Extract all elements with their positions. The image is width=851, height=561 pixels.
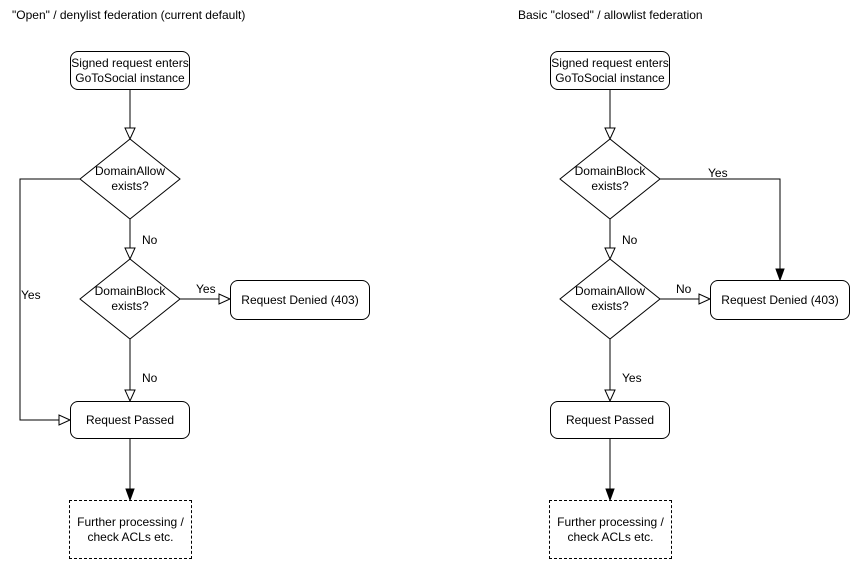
arrowhead-open-icon <box>218 293 232 305</box>
edge-label-decision2-down: No <box>142 371 158 385</box>
request-denied-node: Request Denied (403) <box>230 280 370 320</box>
arrowhead-open-icon <box>124 389 136 403</box>
request-denied-node: Request Denied (403) <box>710 280 850 320</box>
edge-label-decision1-side: Yes <box>708 166 728 180</box>
arrowhead-open-icon <box>604 127 616 141</box>
arrowhead-open-icon <box>604 247 616 261</box>
arrowhead-open-icon <box>58 414 72 426</box>
flow-title: "Open" / denylist federation (current de… <box>12 8 246 22</box>
request-passed-node: Request Passed <box>550 401 670 439</box>
edge-decision1-yes-to-passed <box>19 178 80 421</box>
further-processing-node: Further processing / check ACLs etc. <box>69 500 192 559</box>
arrowhead-open-icon <box>604 389 616 403</box>
request-passed-node: Request Passed <box>70 401 190 439</box>
flow-open-denylist: "Open" / denylist federation (current de… <box>0 0 372 561</box>
arrowhead-open-icon <box>124 247 136 261</box>
flow-closed-allowlist: Basic "closed" / allowlist federation Si… <box>480 0 851 561</box>
edge-label-decision2-down: Yes <box>622 371 642 385</box>
arrowhead-filled-icon <box>605 488 615 502</box>
flow-title: Basic "closed" / allowlist federation <box>518 8 703 22</box>
edge-label-decision2-side: Yes <box>196 282 216 296</box>
flow-closed-connectors <box>559 90 785 502</box>
arrowhead-open-icon <box>124 127 136 141</box>
decision1-label: DomainAllow exists? <box>94 164 166 193</box>
arrowhead-open-icon <box>698 293 712 305</box>
edge-label-decision1-down: No <box>142 233 158 247</box>
start-node: Signed request enters GoToSocial instanc… <box>70 51 190 90</box>
edge-label-decision2-side: No <box>676 282 692 296</box>
edge-label-decision1-side: Yes <box>21 288 41 302</box>
flow-open-connectors <box>19 90 232 502</box>
arrowhead-filled-icon <box>125 488 135 502</box>
arrowhead-filled-icon <box>775 268 785 282</box>
start-node: Signed request enters GoToSocial instanc… <box>550 51 670 90</box>
decision1-label: DomainBlock exists? <box>574 164 646 193</box>
edge-label-decision1-down: No <box>622 233 638 247</box>
decision2-label: DomainBlock exists? <box>94 284 166 313</box>
decision2-label: DomainAllow exists? <box>574 284 646 313</box>
further-processing-node: Further processing / check ACLs etc. <box>549 500 672 559</box>
edge-decision1-yes-to-denied <box>660 178 781 269</box>
